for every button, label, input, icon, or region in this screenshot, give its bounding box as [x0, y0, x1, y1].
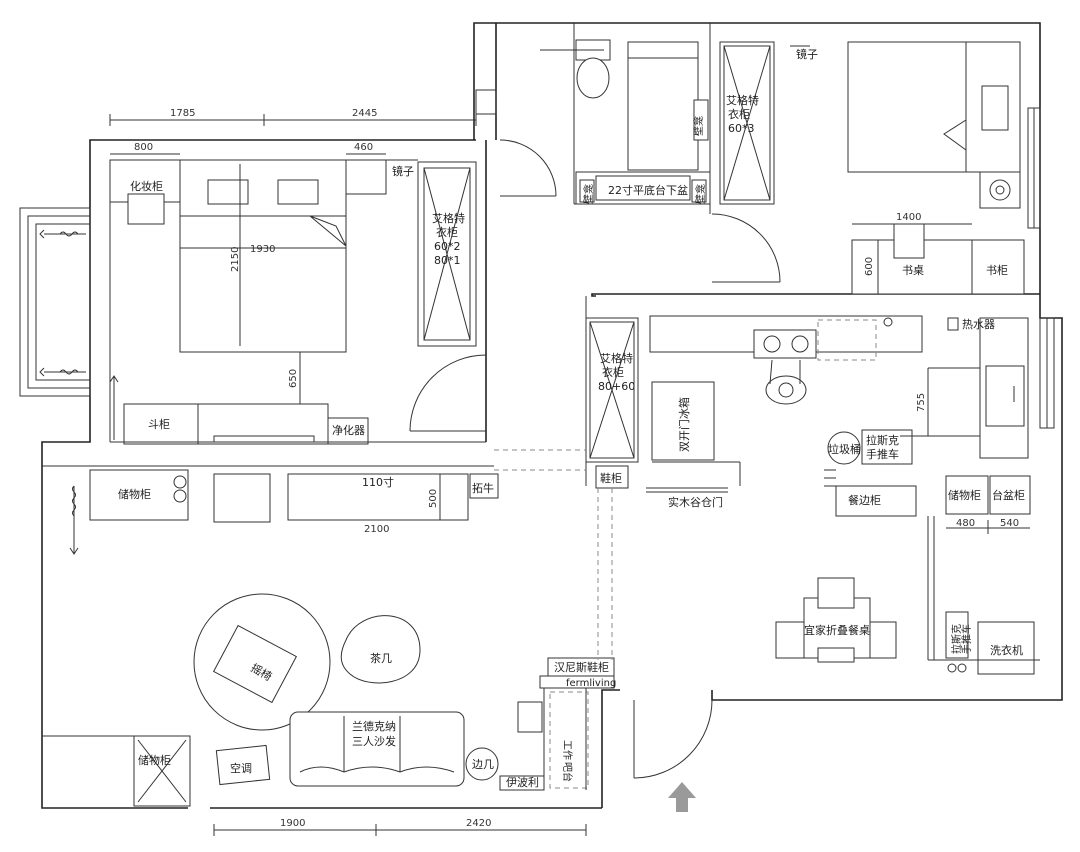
label-trolley2-2: 手推车 — [960, 624, 973, 654]
label-corner-storage: 储物柜 — [138, 753, 171, 767]
chest — [123, 403, 199, 445]
sideboard — [835, 485, 917, 517]
tv-cabinet — [287, 473, 469, 521]
label-master-wardrobe-3: 60*2 — [434, 240, 461, 253]
kitchen-window — [1027, 107, 1055, 429]
label-dining-table: 宜家折叠餐桌 — [804, 623, 870, 637]
living-storage — [89, 469, 189, 521]
label-niche-c: 壁龛 — [694, 184, 707, 204]
dim-cab-a: 480 — [956, 518, 975, 529]
rocking-chair — [212, 624, 298, 704]
dim-cab-b: 540 — [1000, 518, 1019, 529]
hob — [753, 329, 817, 359]
label-ac: 空调 — [230, 761, 252, 775]
label-bar-1: 工作 — [561, 740, 573, 760]
label-basin: 22寸平底台下盆 — [608, 183, 688, 197]
label-kitchen-storage: 储物柜 — [948, 488, 981, 502]
entry-arrow-icon — [668, 782, 696, 812]
dim-bed-gap: 650 — [288, 369, 299, 388]
bathroom — [475, 23, 711, 214]
label-hall-wardrobe-1: 艾格特 — [600, 351, 633, 365]
dim-top-a: 1785 — [170, 108, 195, 119]
label-mirror-second: 镜子 — [796, 47, 818, 61]
kitchen — [585, 296, 1031, 517]
label-tuoniu: 拓牛 — [472, 481, 494, 495]
label-sofa-1: 兰德克纳 — [352, 719, 396, 733]
label-hall-wardrobe-3: 80+60 — [598, 380, 635, 393]
label-living-storage: 储物柜 — [118, 487, 151, 501]
dim-vanity: 800 — [134, 142, 153, 153]
label-mirror-master: 镜子 — [392, 164, 414, 178]
label-ipoli: 伊波利 — [506, 776, 539, 789]
master-bedroom — [109, 159, 487, 445]
label-side-table: 边几 — [472, 758, 494, 771]
label-fermliving: fermliving — [566, 678, 616, 689]
label-second-wardrobe-1: 艾格特 — [726, 93, 759, 107]
label-hall-wardrobe-2: 衣柜 — [602, 365, 624, 379]
dim-desk-depth: 600 — [864, 257, 875, 276]
dim-tv-depth: 500 — [428, 489, 439, 508]
dim-bed-width: 1930 — [250, 244, 275, 255]
label-niche-a: 壁龛 — [692, 116, 705, 136]
dim-bottom-b: 2420 — [466, 818, 491, 829]
label-master-wardrobe-1: 艾格特 — [432, 211, 465, 225]
dim-mirror: 460 — [354, 142, 373, 153]
dim-kitchen-depth: 755 — [916, 393, 927, 412]
label-niche-b: 壁龛 — [582, 184, 595, 204]
label-trash: 垃圾桶 — [828, 442, 861, 456]
label-sofa-2: 三人沙发 — [352, 734, 396, 748]
dim-bottom-a: 1900 — [280, 818, 305, 829]
label-tv: 110寸 — [362, 475, 394, 489]
label-bookcase: 书柜 — [986, 264, 1008, 277]
label-vanity: 化妆柜 — [130, 179, 163, 193]
dim-desk-width: 1400 — [896, 212, 921, 223]
label-purifier: 净化器 — [332, 423, 365, 437]
label-sink-cabinet: 台盆柜 — [992, 488, 1025, 502]
label-shoe-cabinet: 鞋柜 — [600, 471, 622, 485]
coffee-table — [340, 615, 421, 684]
dim-bed-length: 2150 — [230, 247, 241, 272]
fridge — [651, 381, 715, 461]
second-bedroom — [711, 41, 1025, 295]
dimension-lines — [109, 114, 1030, 836]
purifier — [327, 417, 369, 445]
dim-top-b: 2445 — [352, 108, 377, 119]
label-desk: 书桌 — [902, 264, 924, 277]
balcony-window — [19, 207, 91, 397]
label-hemnes: 汉尼斯鞋柜 — [554, 660, 609, 674]
living-room — [42, 375, 1040, 812]
label-sideboard: 餐边柜 — [848, 493, 881, 507]
label-barn-door: 实木谷仓门 — [668, 495, 723, 509]
label-trolley2-1: 拉斯克 — [950, 624, 963, 654]
label-trolley-2: 手推车 — [866, 447, 899, 461]
label-washer: 洗衣机 — [990, 643, 1023, 657]
master-bed — [179, 159, 347, 353]
label-water-heater: 热水器 — [962, 318, 995, 331]
label-chest: 斗柜 — [148, 418, 170, 431]
label-master-wardrobe-4: 80*1 — [434, 254, 461, 267]
dim-tv-width: 2100 — [364, 524, 389, 535]
label-second-wardrobe-3: 60*3 — [728, 122, 755, 135]
hall-wardrobe — [585, 317, 639, 463]
label-fridge: 双开门冰箱 — [677, 397, 691, 452]
label-coffee-table: 茶几 — [370, 652, 392, 665]
label-trolley-1: 拉斯克 — [866, 433, 899, 447]
label-master-wardrobe-2: 衣柜 — [436, 225, 458, 239]
label-second-wardrobe-2: 衣柜 — [728, 107, 750, 121]
label-bar-2: 吧台 — [561, 762, 574, 782]
